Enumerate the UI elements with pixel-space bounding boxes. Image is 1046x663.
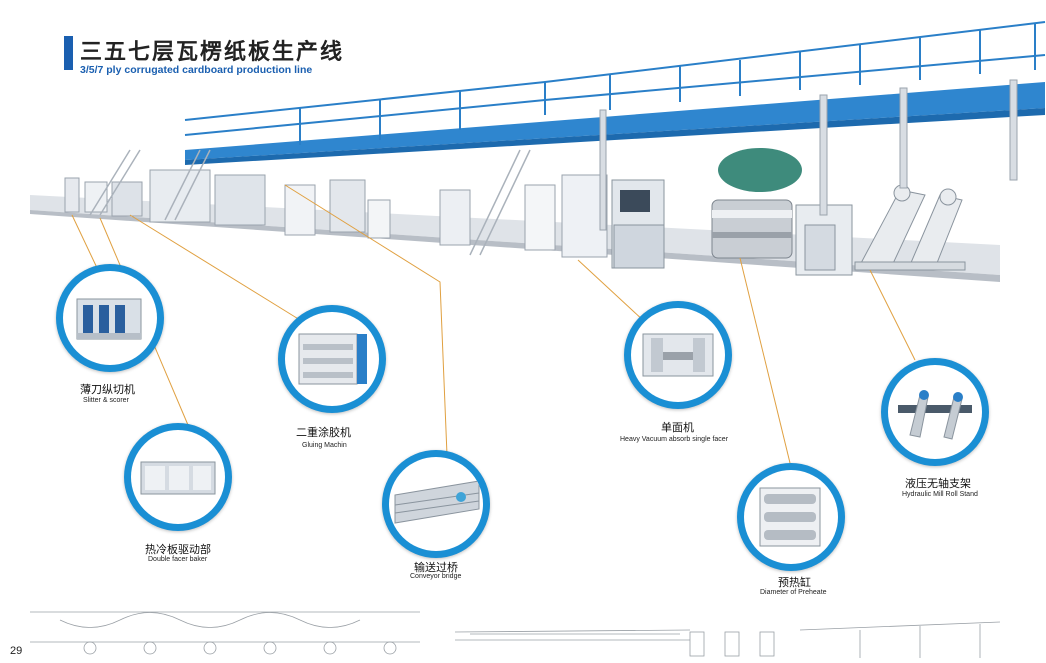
preheater-photo — [759, 487, 821, 547]
preheater-rollers — [711, 148, 802, 259]
platform-railing — [184, 21, 1046, 145]
callout-label-cn: 液压无轴支架 — [905, 477, 971, 490]
mill-roll-stand — [854, 184, 966, 271]
support-columns — [599, 79, 1018, 231]
page-number: 29 — [10, 645, 23, 657]
callout-ring — [278, 305, 386, 413]
title-accent-bar — [64, 36, 73, 70]
callout-label-en: Conveyor bridge — [410, 573, 462, 580]
gluing-machine-photo — [298, 333, 367, 385]
double-facer-photo — [140, 461, 216, 495]
page-title: 三五七层瓦楞纸板生产线 — [80, 40, 345, 65]
slitter-photo — [76, 298, 142, 340]
callout-ring — [124, 423, 232, 531]
schematic-line-drawing — [30, 611, 1001, 658]
callout-label-cn: 薄刀纵切机 — [80, 383, 135, 396]
callout-label-en: Gluing Machin — [302, 442, 347, 449]
callout-label-cn: 预热缸 — [778, 576, 811, 589]
callout-ring — [737, 463, 845, 571]
platform-deck — [185, 82, 1045, 160]
callout-label-cn: 输送过桥 — [414, 561, 458, 574]
callout-label-en: Diameter of Preheate — [760, 589, 827, 596]
callout-label-cn: 单面机 — [661, 421, 694, 434]
callout-ring — [382, 450, 490, 558]
stairs — [89, 149, 531, 256]
callout-ring — [56, 264, 164, 372]
callout-ring — [881, 358, 989, 466]
single-facer-photo — [642, 333, 714, 377]
callout-label-cn: 热冷板驱动部 — [145, 543, 211, 556]
mill-roll-stand-photo — [898, 390, 972, 440]
callout-label-en: Double facer baker — [148, 556, 208, 563]
callout-label-en: Slitter & scorer — [83, 397, 129, 404]
production-line-illustration — [30, 21, 1046, 282]
page-subtitle: 3/5/7 ply corrugated cardboard productio… — [80, 64, 313, 76]
callout-label-cn: 二重涂胶机 — [296, 426, 351, 439]
callout-label-en: Hydraulic Mill Roll Stand — [902, 491, 978, 498]
callout-ring — [624, 301, 732, 409]
conveyor-bridge-photo — [394, 480, 480, 524]
callout-label-en: Heavy Vacuum absorb single facer — [620, 436, 729, 443]
